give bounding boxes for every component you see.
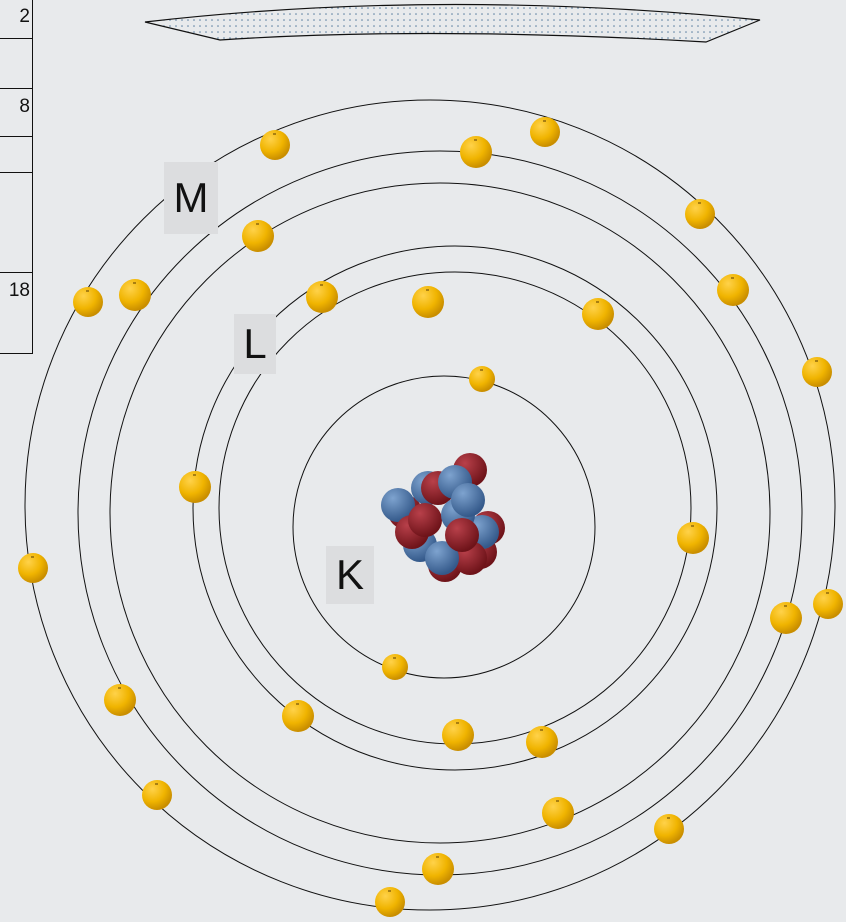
orbit-l-outer (192, 245, 718, 771)
electron (802, 357, 832, 387)
orbit-m-1 (109, 182, 771, 844)
electron (242, 220, 274, 252)
electron (526, 726, 558, 758)
nucleus (381, 453, 505, 582)
electron (73, 287, 103, 317)
table-divider (0, 136, 32, 137)
electron (469, 366, 495, 392)
electron (142, 780, 172, 810)
electron (104, 684, 136, 716)
neutron (381, 488, 415, 522)
side-table-value: 18 (8, 280, 30, 301)
electron (260, 130, 290, 160)
electron (685, 199, 715, 229)
shell-label-k: K (326, 546, 374, 604)
orbit-k (292, 375, 596, 679)
electrons (18, 117, 843, 917)
table-divider (0, 272, 32, 273)
table-divider (0, 172, 32, 173)
electron (582, 298, 614, 330)
lens-shape (144, 3, 761, 43)
orbit-m-3 (24, 99, 836, 911)
shell-label-l: L (234, 314, 276, 374)
proton (408, 503, 442, 537)
electron (654, 814, 684, 844)
electron (813, 589, 843, 619)
electron (442, 719, 474, 751)
electron (282, 700, 314, 732)
table-divider (0, 88, 32, 89)
electron (375, 887, 405, 917)
electron (542, 797, 574, 829)
electron (119, 279, 151, 311)
electron (306, 281, 338, 313)
electron (770, 602, 802, 634)
side-table: 2 8 18 (0, 0, 33, 354)
electron (412, 286, 444, 318)
electron (460, 136, 492, 168)
neutron (451, 483, 485, 517)
table-divider (0, 38, 32, 39)
shell-label-m: M (164, 162, 218, 234)
proton (445, 518, 479, 552)
electron (530, 117, 560, 147)
neutron (425, 541, 459, 575)
electron (179, 471, 211, 503)
side-table-value: 8 (19, 96, 30, 117)
electron (717, 274, 749, 306)
side-table-value: 2 (19, 6, 30, 27)
electron (677, 522, 709, 554)
electron (18, 553, 48, 583)
electron (382, 654, 408, 680)
electron (422, 853, 454, 885)
